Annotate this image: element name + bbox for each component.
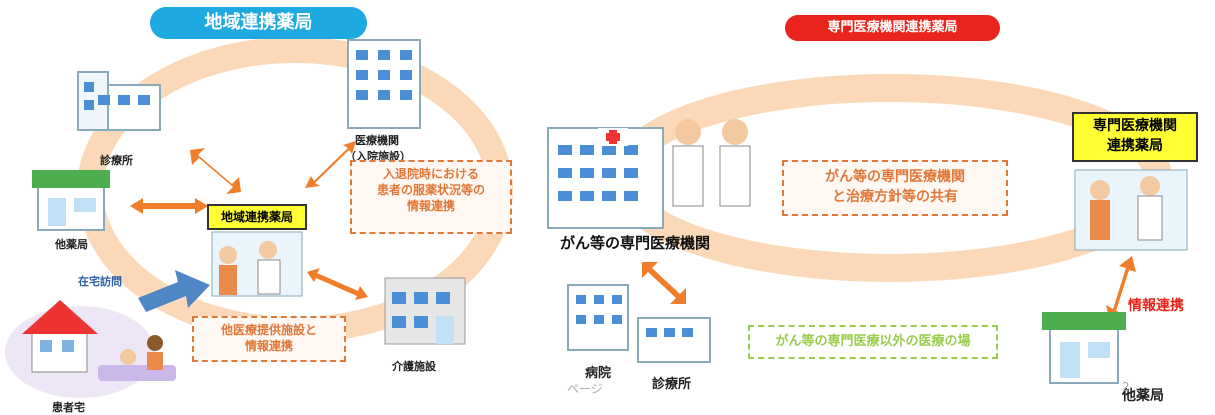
- cancer-hospital-label: がん等の専門医療機関: [560, 234, 711, 252]
- regional-pharmacy-label: 地域連携薬局: [207, 204, 307, 230]
- specialist-pharmacy-icon: [1074, 169, 1188, 251]
- page-label: ページ: [567, 382, 603, 396]
- info-link-label: 情報連携: [1128, 298, 1184, 314]
- clinic-icon: [77, 71, 161, 131]
- hospital-building-icon: [347, 39, 421, 129]
- left-arrows: [130, 141, 368, 300]
- home-arrow: [138, 270, 210, 312]
- treatment-share-box: がん等の専門医療機関 と治療方針等の共有: [782, 160, 1008, 216]
- care-box-line2: 情報連携: [244, 339, 293, 353]
- hospital-label-line1: 医療機関: [355, 134, 399, 147]
- pharmacist-people-icon: [211, 231, 303, 297]
- hospital-box-line2: 患者の服薬状況等の: [376, 183, 485, 197]
- home-visit-label: 在宅訪問: [78, 275, 122, 288]
- hospital-info-box: 入退院時における 患者の服薬状況等の 情報連携: [350, 160, 512, 234]
- pharmacy-link-arrow: [1106, 256, 1136, 322]
- other-pharmacy-label: 他薬局: [55, 238, 88, 251]
- patient-home-label: 患者宅: [52, 401, 85, 414]
- cancer-hospital-icon: [547, 127, 664, 229]
- page-number: 2: [1122, 380, 1130, 394]
- share-box-line2: と治療方針等の共有: [832, 189, 958, 205]
- left-title: 地域連携薬局: [150, 7, 367, 39]
- care-facility-icon: [384, 277, 466, 345]
- specialist-pharmacy-line2: 連携薬局: [1107, 138, 1163, 154]
- pharmacy-building-icon: [32, 170, 110, 231]
- hospital-label-line2: （入院施設）: [345, 150, 411, 163]
- clinic-label: 診療所: [100, 154, 133, 167]
- hospital-clinic-arrow: [642, 262, 686, 304]
- right-title: 専門医療機関連携薬局: [785, 15, 1000, 41]
- right-diagram-graphics: [547, 74, 1188, 384]
- care-info-box: 他医療提供施設と 情報連携: [192, 316, 346, 362]
- small-hospital-label: 病院: [585, 366, 612, 381]
- small-clinic-icon: [637, 317, 711, 363]
- hospital-box-line1: 入退院時における: [382, 167, 479, 181]
- right-clinic-label: 診療所: [652, 377, 692, 392]
- specialist-pharmacy-line1: 専門医療機関: [1093, 118, 1177, 134]
- care-box-line1: 他医療提供施設と: [220, 323, 317, 337]
- house-icon: [22, 300, 98, 373]
- hospital-box-line3: 情報連携: [406, 199, 455, 213]
- other-medical-box: がん等の専門医療以外の医療の場: [748, 325, 998, 359]
- doctors-icon: [672, 119, 751, 207]
- small-hospital-icon: [567, 284, 629, 351]
- specialist-pharmacy-label: 専門医療機関 連携薬局: [1072, 112, 1198, 162]
- right-pharmacy-building-icon: [1042, 312, 1126, 384]
- care-facility-label: 介護施設: [392, 360, 436, 373]
- right-other-pharmacy-label: 他薬局: [1122, 388, 1164, 404]
- patient-caregiver-icon: [98, 335, 176, 381]
- share-box-line1: がん等の専門医療機関: [825, 169, 965, 185]
